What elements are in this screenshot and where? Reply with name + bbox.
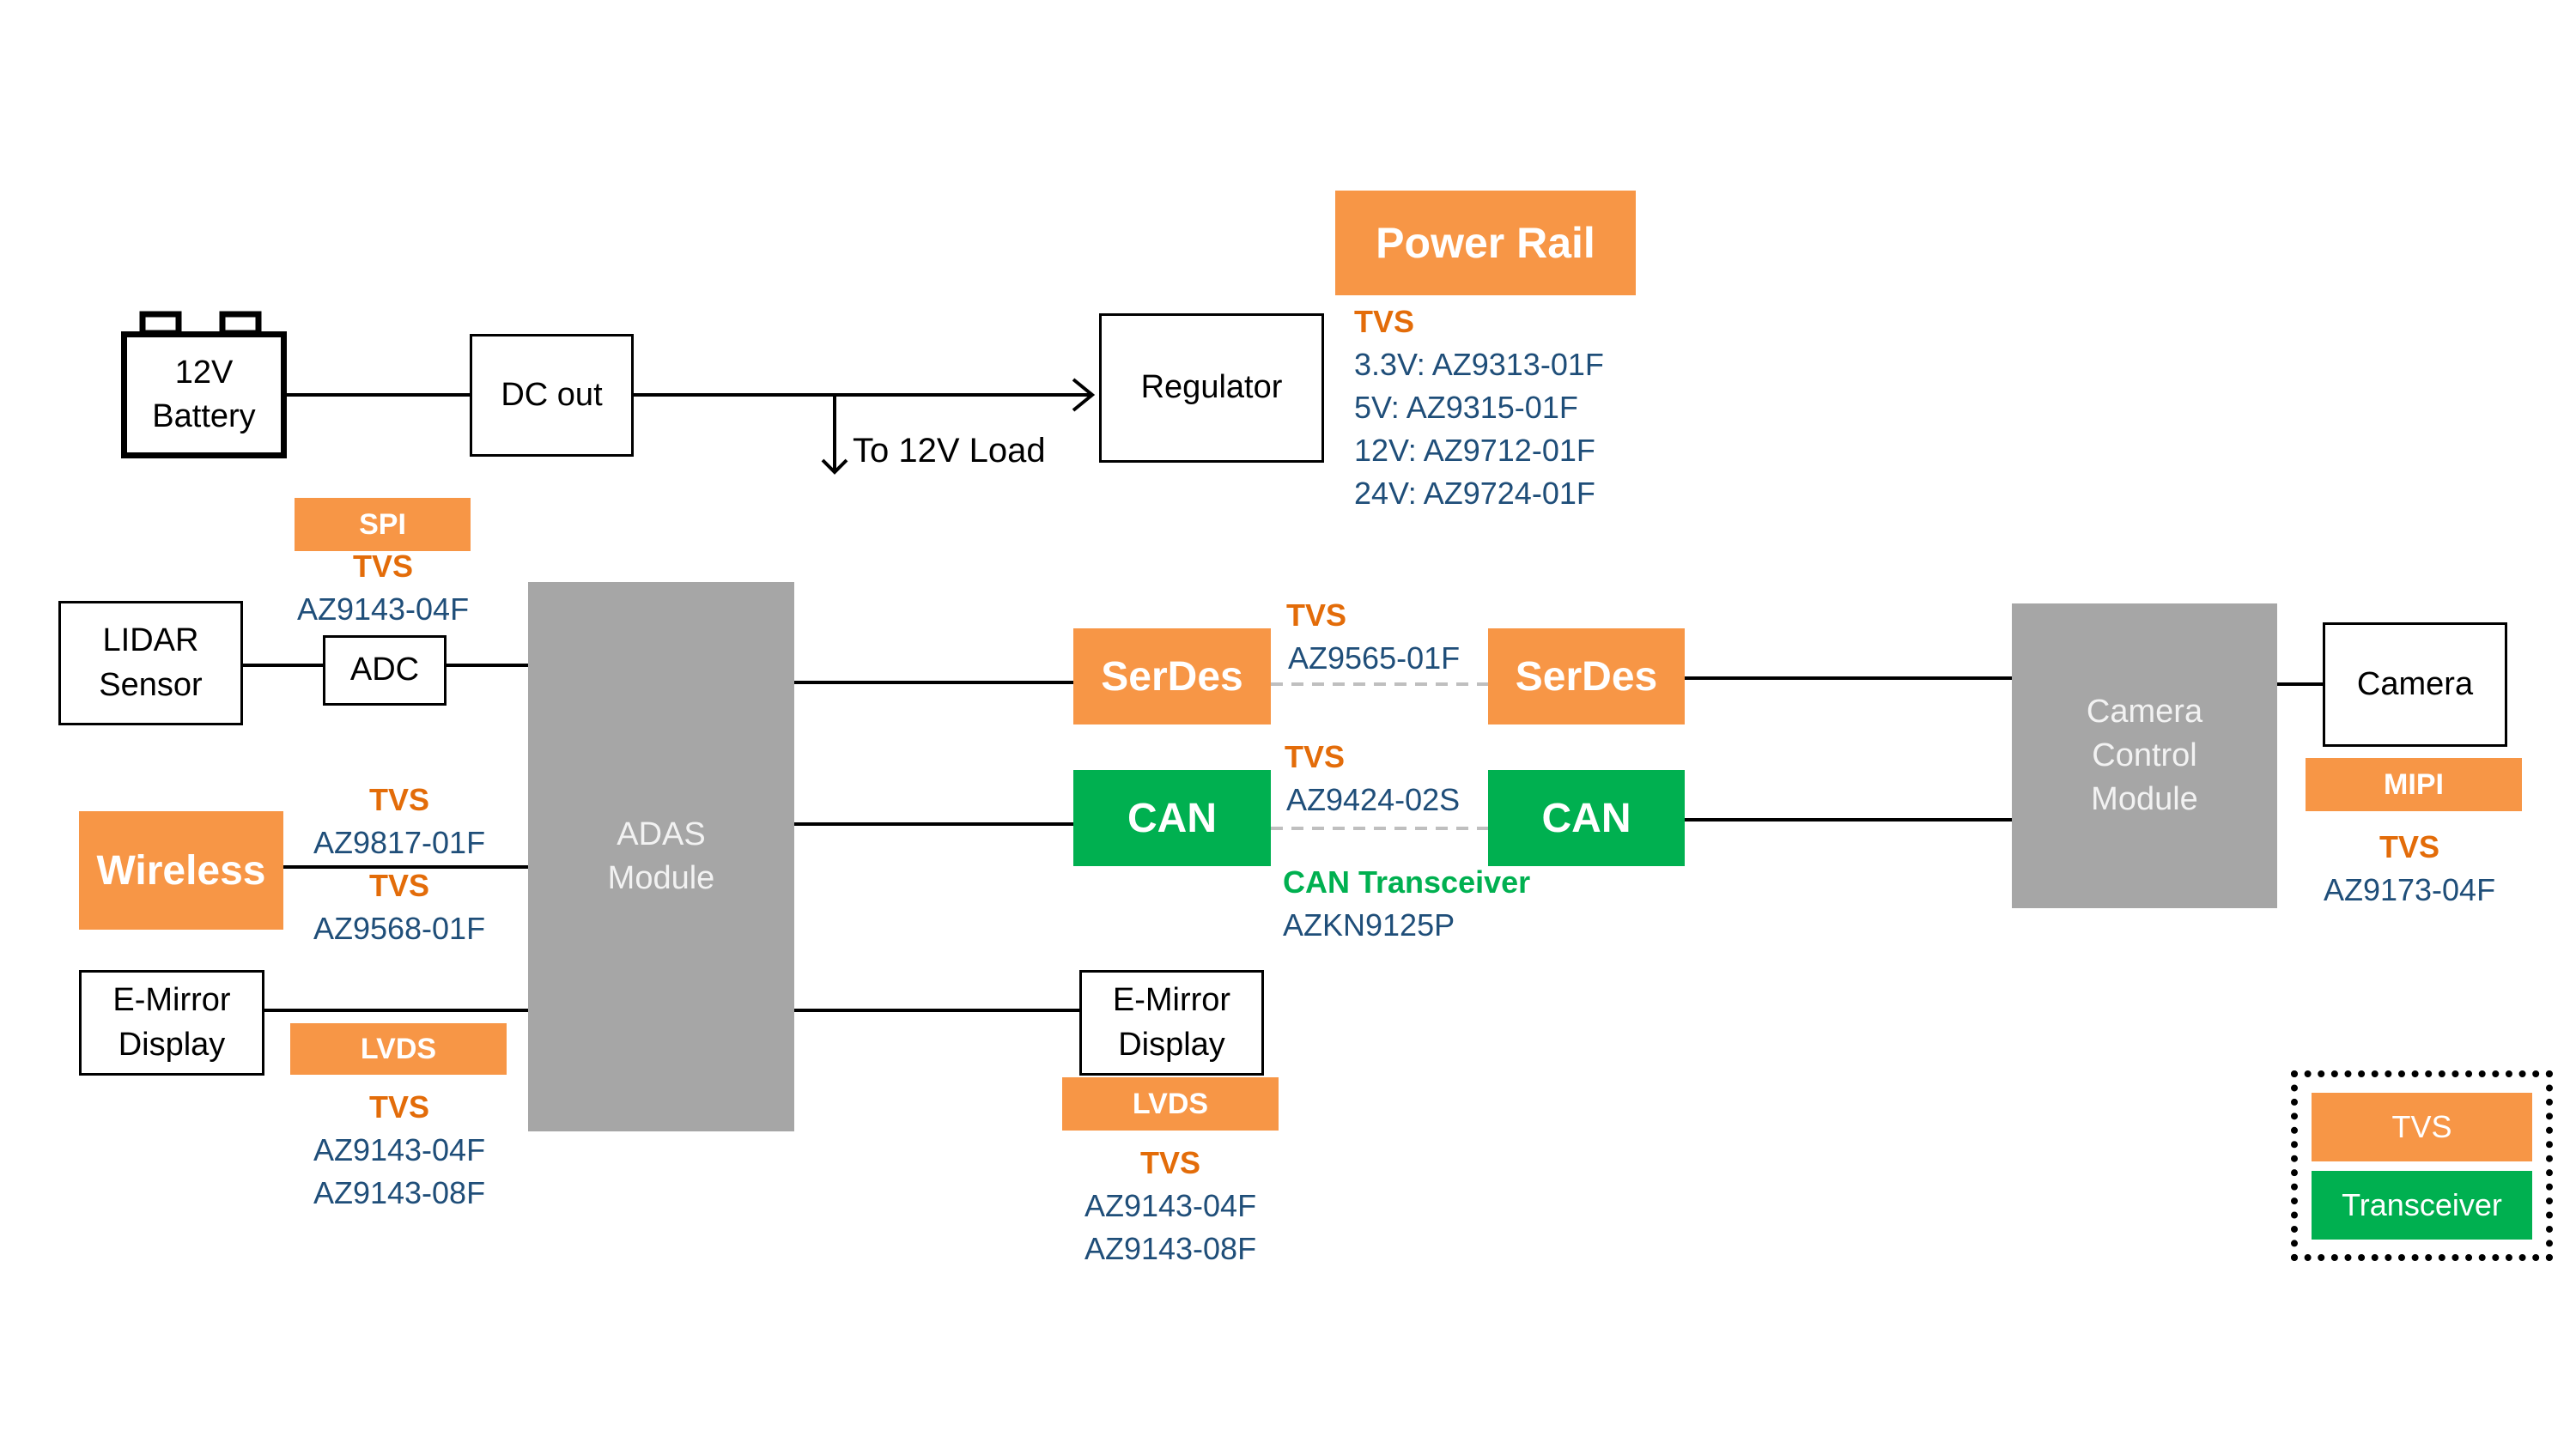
legend-transceiver-label: Transceiver (2342, 1187, 2502, 1222)
ccm-label-line1: Camera (2086, 693, 2203, 730)
mipi-label: MIPI (2384, 767, 2444, 801)
power-rail-part-1: 3.3V: AZ9313-01F (1354, 347, 1604, 382)
can-tvs-label: TVS (1285, 739, 1346, 774)
wireless-label: Wireless (96, 847, 266, 894)
middle-lvds-part-2: AZ9143-08F (1084, 1231, 1257, 1266)
power-rail-tvs-label: TVS (1354, 304, 1415, 339)
battery-terminal-left (139, 311, 182, 336)
can-transceiver-part: AZKN9125P (1283, 907, 1455, 943)
power-rail-banner: Power Rail (1335, 191, 1636, 295)
legend (2291, 1070, 2553, 1261)
left-lvds-part-1: AZ9143-04F (313, 1132, 486, 1167)
serdes-left-label: SerDes (1101, 653, 1243, 700)
left-emirror-label-line2: Display (118, 1026, 226, 1063)
serdes-tvs-label: TVS (1286, 597, 1347, 633)
adas-module-block: ADAS Module (528, 582, 794, 1131)
mipi-tvs-label: TVS (2379, 829, 2440, 864)
regulator-arrowhead (1072, 378, 1096, 412)
wireless-tvs-label-1: TVS (368, 782, 430, 817)
can-right-block: CAN (1488, 770, 1685, 866)
legend-transceiver-swatch: Transceiver (2312, 1171, 2532, 1240)
serdes-part: AZ9565-01F (1288, 640, 1461, 676)
serdes-left-block: SerDes (1073, 628, 1271, 724)
middle-emirror-display-block: E-Mirror Display (1079, 970, 1264, 1076)
can-right-label: CAN (1541, 795, 1631, 841)
spi-part: AZ9143-04F (296, 591, 470, 627)
lidar-sensor-block: LIDAR Sensor (58, 601, 243, 725)
middle-lvds-part-1: AZ9143-04F (1084, 1188, 1257, 1223)
mipi-tag: MIPI (2306, 758, 2522, 811)
left-emirror-label-line1: E-Mirror (112, 982, 231, 1019)
lidar-label-line1: LIDAR (102, 622, 199, 659)
regulator-block: Regulator (1099, 313, 1324, 463)
battery-label-line2: Battery (152, 398, 256, 434)
power-rail-part-4: 24V: AZ9724-01F (1354, 476, 1595, 511)
mipi-part: AZ9173-04F (2323, 872, 2496, 907)
dc-out-block: DC out (470, 334, 634, 457)
left-lvds-part-2: AZ9143-08F (313, 1175, 486, 1210)
can-left-label: CAN (1127, 795, 1217, 841)
middle-emirror-label-line1: E-Mirror (1112, 982, 1231, 1019)
spi-tag: SPI (295, 498, 471, 551)
battery-terminal-right (219, 311, 262, 336)
spi-label: SPI (359, 507, 406, 541)
camera-control-module-block: Camera Control Module (2012, 603, 2277, 908)
battery-label-line1: 12V (174, 354, 234, 391)
can-transceiver-label: CAN Transceiver (1283, 864, 1531, 900)
spi-tvs-label: TVS (352, 549, 414, 584)
ccm-label-line3: Module (2091, 781, 2198, 818)
adc-block: ADC (323, 635, 447, 706)
power-rail-label: Power Rail (1376, 219, 1595, 267)
ccm-label-line2: Control (2092, 737, 2197, 773)
can-part: AZ9424-02S (1286, 782, 1461, 817)
serdes-right-label: SerDes (1515, 653, 1658, 700)
left-lvds-tag: LVDS (290, 1023, 507, 1075)
middle-lvds-tvs-label: TVS (1139, 1145, 1201, 1180)
middle-lvds-label: LVDS (1132, 1087, 1209, 1120)
middle-lvds-tag: LVDS (1062, 1077, 1279, 1131)
dc-out-label: DC out (501, 376, 603, 413)
left-lvds-tvs-label: TVS (368, 1089, 430, 1125)
camera-block: Camera (2323, 622, 2507, 747)
middle-emirror-label-line2: Display (1118, 1026, 1225, 1063)
wireless-part-1: AZ9817-01F (313, 825, 486, 860)
load-arrowhead (821, 458, 848, 475)
can-left-block: CAN (1073, 770, 1271, 866)
adas-label-line1: ADAS (617, 815, 706, 852)
serdes-right-block: SerDes (1488, 628, 1685, 724)
power-rail-part-2: 5V: AZ9315-01F (1354, 390, 1578, 425)
wireless-block: Wireless (79, 811, 283, 930)
adas-label-line2: Module (607, 860, 715, 896)
wireless-part-2: AZ9568-01F (313, 911, 486, 946)
legend-tvs-label: TVS (2391, 1109, 2452, 1144)
regulator-label: Regulator (1140, 369, 1283, 406)
camera-label: Camera (2356, 665, 2474, 702)
to-load-label: To 12V Load (853, 432, 1046, 470)
power-rail-part-3: 12V: AZ9712-01F (1354, 433, 1595, 468)
lidar-label-line2: Sensor (99, 666, 203, 703)
adc-label: ADC (349, 652, 420, 688)
legend-tvs-swatch: TVS (2312, 1093, 2532, 1161)
wireless-tvs-label-2: TVS (368, 868, 430, 903)
left-lvds-label: LVDS (360, 1032, 437, 1065)
battery-block: 12V Battery (121, 331, 287, 458)
left-emirror-display-block: E-Mirror Display (79, 970, 264, 1076)
